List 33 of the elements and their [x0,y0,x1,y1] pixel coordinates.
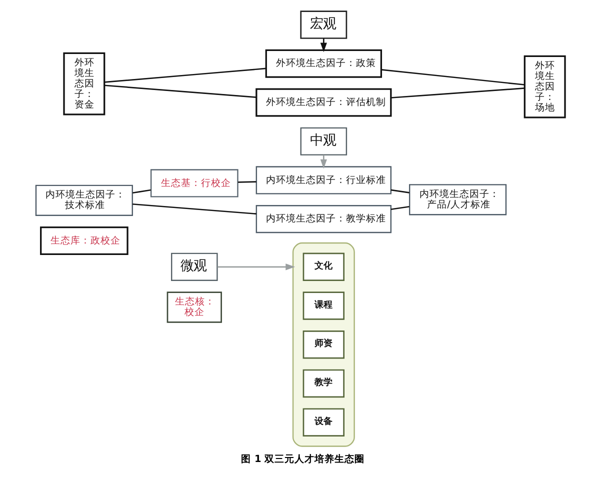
node-box: 微观 [170,252,218,281]
node-box: 生态库：政校企 [40,226,128,256]
connector [238,181,256,183]
connector [132,189,150,194]
node-box: 课程 [302,292,344,320]
caption: 图 1 双三元人才培养生态圈 [240,454,364,466]
arrow [320,38,326,52]
connector [104,68,266,83]
node-box: 生态核：校企 [166,292,222,323]
node-box: 宏观 [300,10,347,39]
node-box: 内环境生态因子：产品/人才标准 [408,184,506,216]
node-box: 外环境生态因子：资金 [62,52,105,116]
connector [380,68,524,86]
node-box: 师资 [302,330,344,359]
connector [390,206,409,210]
node-box: 教学 [302,369,344,398]
connector [104,84,256,98]
node-box: 中观 [300,127,347,156]
connector [132,203,256,215]
arrow [320,154,326,169]
node-box: 设备 [302,408,344,436]
node-box: 内环境生态因子：技术标准 [34,184,132,216]
node-box: 文化 [302,252,344,282]
arrow [216,264,295,270]
node-box: 外环境生态因子：评估机制 [255,88,392,117]
node-box: 内环境生态因子：教学标准 [255,205,391,234]
node-box: 内环境生态因子：行业标准 [255,166,391,194]
node-box: 生态基：行校企 [150,169,238,198]
cluster [292,242,354,447]
node-box: 外环境生态因子：政策 [264,49,382,78]
connector [390,88,524,98]
node-box: 外环境生态因子：场地 [523,55,566,118]
connector [390,189,409,194]
